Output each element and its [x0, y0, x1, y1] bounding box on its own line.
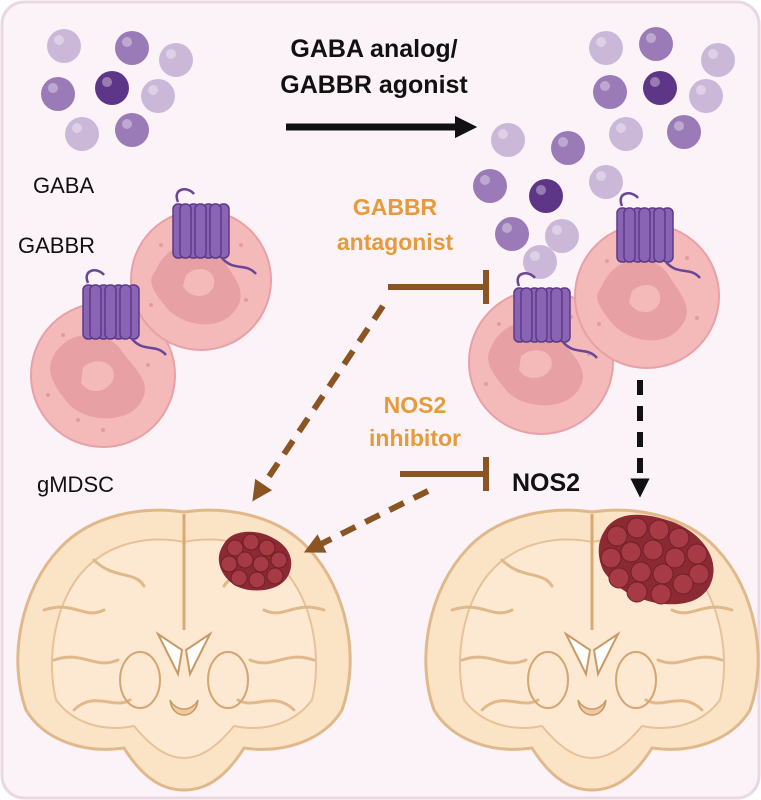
gaba-molecule-icon — [495, 217, 529, 251]
gabbr-receptor-icon — [172, 188, 257, 275]
gaba-molecule-icon — [65, 117, 99, 151]
antagonist-dashed-arrow — [252, 304, 386, 502]
gmdsc-cell-left-front — [30, 302, 176, 448]
gaba-molecule-icon — [701, 43, 735, 77]
gabbr-receptors-group — [82, 188, 701, 359]
nos2-inhibitor-label-line2: inhibitor — [369, 425, 461, 451]
gaba-molecule-icon — [115, 113, 149, 147]
gaba-molecule-icon — [523, 245, 557, 279]
gaba-molecule-icon — [41, 77, 75, 111]
antagonist-inhibition-arrow — [388, 270, 489, 304]
gaba-molecule-icon — [551, 131, 585, 165]
gaba-label: GABA — [33, 173, 94, 198]
gaba-molecule-icon — [473, 169, 507, 203]
tumor-small-icon — [218, 531, 292, 591]
agonist-label-line1: GABA analog/ — [290, 35, 457, 63]
gaba-molecule-icon — [115, 31, 149, 65]
gmdsc-cell-left-back — [130, 209, 272, 351]
gabbr-label: GABBR — [18, 233, 95, 258]
gaba-molecules-group — [41, 27, 735, 279]
gaba-molecule-icon — [47, 29, 81, 63]
nos2-inhibitor-label-line1: NOS2 — [384, 392, 447, 418]
gaba-molecule-icon — [667, 115, 701, 149]
gaba-molecule-icon — [593, 75, 627, 109]
gaba-molecule-icon — [643, 71, 677, 105]
gaba-molecule-icon — [639, 27, 673, 61]
nos2-label: NOS2 — [512, 469, 580, 497]
gmdsc-label: gMDSC — [37, 472, 114, 497]
antagonist-label-line1: GABBR — [353, 194, 438, 220]
agonist-label-line2: GABBR agonist — [280, 71, 468, 99]
gaba-molecule-icon — [545, 219, 579, 253]
gaba-molecule-icon — [95, 71, 129, 105]
antagonist-label-line2: antagonist — [337, 229, 454, 255]
gaba-molecule-icon — [141, 79, 175, 113]
gaba-molecule-icon — [491, 123, 525, 157]
gabbr-receptor-icon — [82, 269, 167, 356]
gabbr-receptor-icon — [513, 272, 598, 359]
nos2-inhibitor-inhibition-arrow — [400, 457, 489, 491]
gaba-molecule-icon — [159, 43, 193, 77]
gmdsc-cell-right-front — [468, 289, 614, 435]
gaba-molecule-icon — [689, 79, 723, 113]
gabbr-receptor-icon — [616, 192, 701, 279]
gaba-molecule-icon — [609, 117, 643, 151]
gaba-molecule-icon — [529, 179, 563, 213]
gaba-molecule-icon — [589, 31, 623, 65]
tumor-large-icon — [598, 514, 714, 605]
gmdsc-cell-right-back — [574, 223, 720, 369]
inhibitor-dashed-arrow — [303, 488, 430, 553]
gaba-molecule-icon — [589, 165, 623, 199]
